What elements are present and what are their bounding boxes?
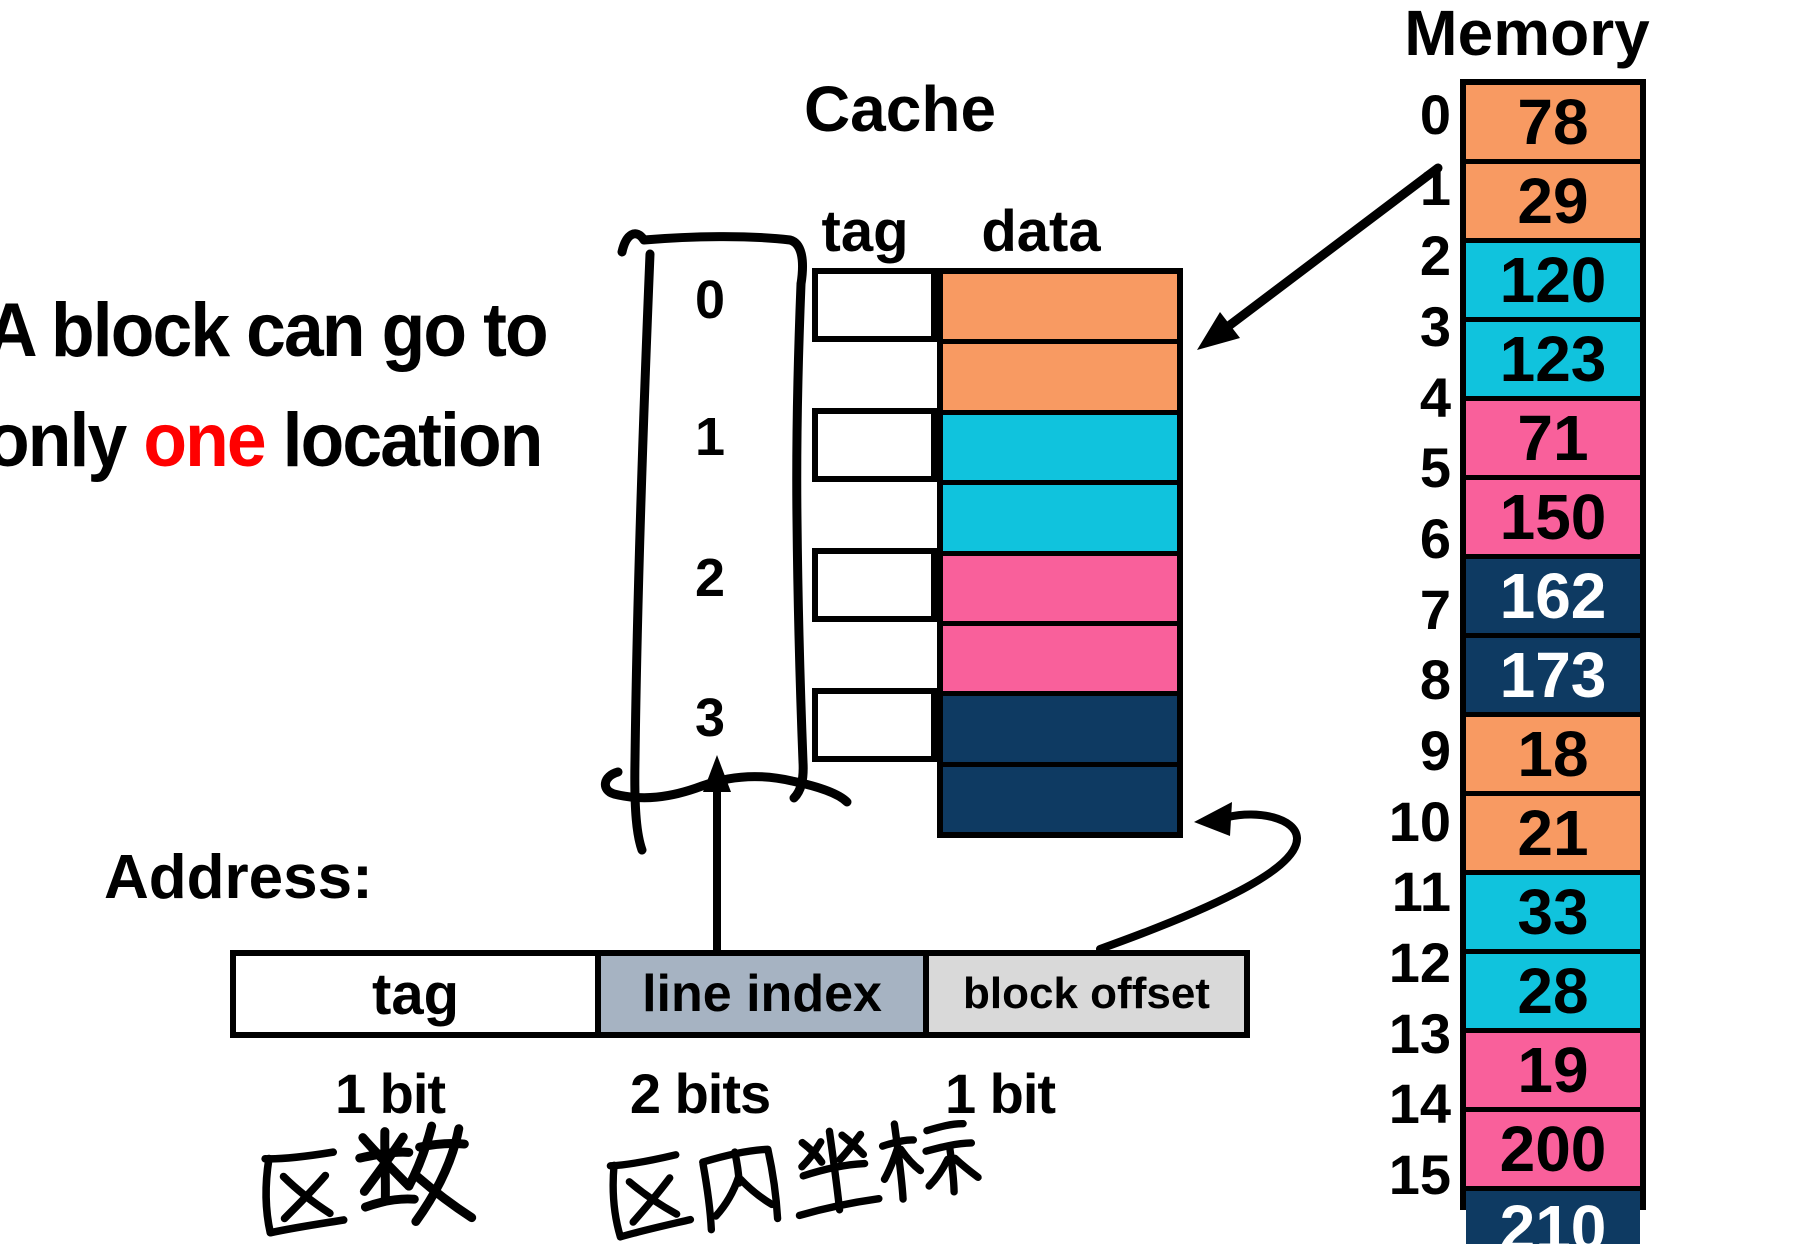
- memory-cell: 29: [1466, 164, 1640, 243]
- memory-address-label: 12: [1388, 931, 1451, 995]
- memory-address-label: 1: [1419, 153, 1451, 217]
- memory-cell: 78: [1466, 85, 1640, 164]
- memory-cell: 150: [1466, 480, 1640, 559]
- handwritten-char-zuo: [795, 1127, 883, 1220]
- caption-line2: only one location: [0, 386, 547, 496]
- memory-cell: 18: [1466, 717, 1640, 796]
- cache-index-1: 1: [694, 407, 726, 467]
- address-bits-block-offset: 1 bit: [944, 1062, 1056, 1125]
- cache-data-row: [943, 344, 1177, 415]
- cache-data-row: [943, 766, 1177, 832]
- memory-cell: 210: [1466, 1191, 1640, 1244]
- cache-index-2: 2: [694, 548, 726, 608]
- memory-cell: 120: [1466, 243, 1640, 322]
- cache-data-row: [943, 414, 1177, 486]
- cache-data-row: [943, 696, 1177, 767]
- cache-title: Cache: [803, 73, 997, 145]
- memory-address-label: 11: [1391, 860, 1451, 924]
- address-bits-tag: 1 bit: [334, 1062, 446, 1125]
- handwriting-annotation-tag-bits: [261, 1121, 477, 1237]
- cache-tag-box-3: [812, 688, 937, 762]
- handwriting-annotation-line-index-bits: [606, 1120, 982, 1241]
- memory-cell: 123: [1466, 322, 1640, 401]
- memory-cell: 162: [1466, 559, 1640, 638]
- memory-cell: 71: [1466, 401, 1640, 480]
- bracket-left-stroke: [630, 249, 655, 855]
- cache-header-tag: tag: [821, 199, 909, 264]
- cache-data-column: [937, 268, 1183, 838]
- caption-line2-post: location: [264, 398, 544, 483]
- memory-cell: 28: [1466, 954, 1640, 1033]
- cache-data-row: [943, 485, 1177, 556]
- memory-cell: 173: [1466, 638, 1640, 717]
- caption: A block can go to only one location: [0, 276, 549, 496]
- handwritten-char-shu: [355, 1121, 477, 1226]
- cache-tag-box-1: [812, 408, 937, 482]
- address-field-tag-label: tag: [372, 961, 459, 1027]
- address-field-diagram: tag line index block offset: [230, 950, 1250, 1038]
- memory-address-label: 3: [1419, 294, 1451, 358]
- handwritten-char-qu: [606, 1151, 695, 1241]
- cache-index-3: 3: [694, 688, 726, 748]
- handwritten-char-biao: [878, 1120, 982, 1203]
- address-field-tag: tag: [236, 956, 595, 1032]
- caption-line2-emphasis: one: [143, 398, 266, 483]
- memory-address-label: 5: [1419, 436, 1451, 500]
- cache-tag-box-0: [812, 268, 937, 342]
- address-field-block-offset: block offset: [923, 956, 1244, 1032]
- address-label: Address:: [104, 843, 373, 912]
- cache-data-row: [943, 274, 1177, 345]
- handwritten-char-qu: [261, 1148, 348, 1237]
- memory-address-label: 4: [1419, 365, 1451, 429]
- cache-index-0: 0: [694, 270, 726, 330]
- memory-address-label: 6: [1419, 506, 1451, 570]
- bracket-bottom-stroke: [601, 767, 852, 807]
- memory-address-label: 0: [1419, 82, 1451, 146]
- memory-address-label: 13: [1388, 1001, 1451, 1065]
- cache-data-row: [943, 625, 1177, 697]
- address-field-block-offset-label: block offset: [963, 969, 1210, 1018]
- cache-header-data: data: [981, 199, 1101, 264]
- memory-address-label: 10: [1388, 789, 1451, 853]
- handwritten-char-nei: [699, 1145, 782, 1234]
- address-field-line-index: line index: [595, 956, 923, 1032]
- memory-address-label: 14: [1388, 1072, 1451, 1136]
- memory-address-label: 15: [1388, 1143, 1451, 1207]
- memory-cell: 21: [1466, 796, 1640, 875]
- cache-data-row: [943, 555, 1177, 626]
- bracket-right-stroke: [789, 279, 808, 803]
- memory-column: 78 29 120 123 71 150 162 173 18 21 33 28…: [1460, 79, 1646, 1244]
- line-index-arrow: [703, 755, 731, 954]
- memory-address-labels: 0 1 2 3 4 5 6 7 8 9 10 11 12 13 14 15: [1316, 79, 1451, 1210]
- memory-address-label: 7: [1419, 577, 1451, 641]
- cache-tag-box-2: [812, 548, 937, 622]
- memory-cell: 200: [1466, 1112, 1640, 1191]
- memory-title: Memory: [1404, 0, 1650, 69]
- memory-cell: 19: [1466, 1033, 1640, 1112]
- memory-address-label: 8: [1419, 648, 1451, 712]
- address-field-line-index-label: line index: [642, 965, 882, 1023]
- caption-line2-pre: only: [0, 398, 144, 483]
- memory-address-label: 9: [1419, 719, 1451, 783]
- address-bits-line-index: 2 bits: [629, 1062, 771, 1125]
- caption-line1: A block can go to: [0, 288, 549, 373]
- memory-address-label: 2: [1419, 224, 1451, 288]
- memory-cell: 33: [1466, 875, 1640, 954]
